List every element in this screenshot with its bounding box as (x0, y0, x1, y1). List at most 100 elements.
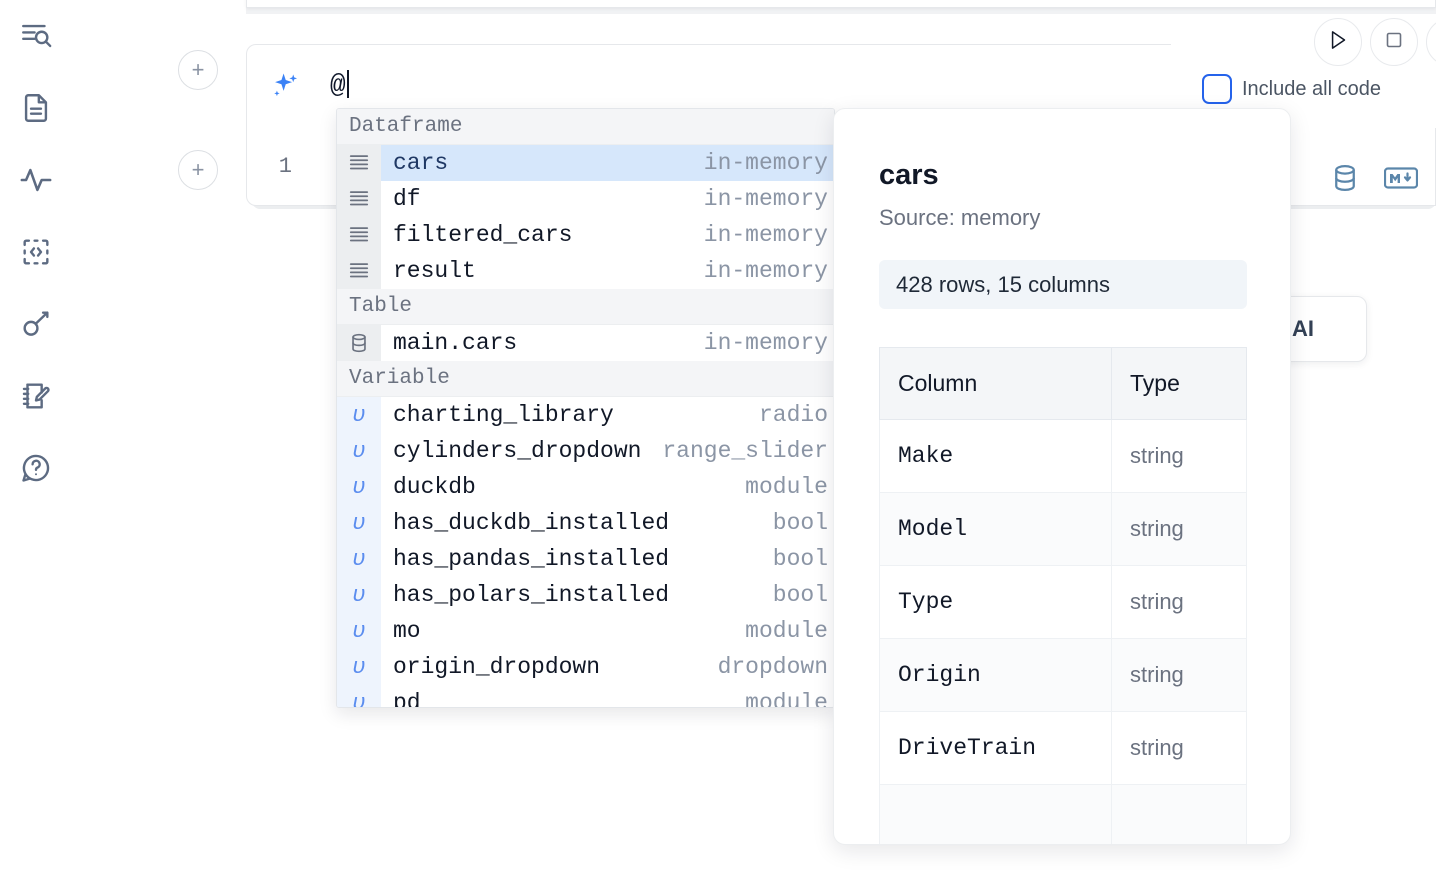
markdown-icon[interactable] (1383, 166, 1419, 195)
autocomplete-item[interactable]: υ has_polars_installed bool (337, 577, 834, 613)
variable-icon: υ (352, 546, 366, 572)
stop-square-icon (1382, 28, 1406, 57)
autocomplete-item-body: has_polars_installed bool (381, 577, 834, 613)
autocomplete-item-kind: range_slider (662, 438, 828, 464)
autocomplete-item-name: cylinders_dropdown (393, 438, 642, 464)
autocomplete-item-kind: module (745, 690, 828, 708)
doc-column-name: DriveTrain (879, 711, 1112, 785)
autocomplete-item-name: cars (393, 150, 449, 176)
doc-column-type: string (1111, 492, 1247, 566)
autocomplete-item[interactable]: υ cylinders_dropdown range_slider (337, 433, 834, 469)
plus-icon: + (191, 57, 205, 82)
autocomplete-item[interactable]: υ has_pandas_installed bool (337, 541, 834, 577)
sidebar-item-files[interactable] (14, 86, 58, 130)
sparkle-icon (268, 70, 302, 104)
help-question-icon (19, 451, 53, 485)
activity-pulse-icon (19, 163, 53, 197)
variable-icon: υ (352, 582, 366, 608)
section-title: Dataframe (349, 115, 463, 138)
autocomplete-item-icon (337, 253, 381, 289)
ai-prompt-value: @ (330, 70, 346, 100)
sidebar-item-secrets[interactable] (14, 302, 58, 346)
autocomplete-item-name: has_polars_installed (393, 582, 670, 608)
doc-source: Source: memory (879, 205, 1041, 230)
autocomplete-item-kind: in-memory (703, 150, 828, 176)
autocomplete-item-kind: bool (772, 546, 828, 572)
autocomplete-item-kind: dropdown (717, 654, 828, 680)
include-all-code-row[interactable]: Include all code (1202, 74, 1381, 104)
autocomplete-item-kind: module (745, 618, 828, 644)
autocomplete-item-icon: υ (337, 397, 381, 433)
variable-icon: υ (352, 510, 366, 536)
more-options-button[interactable] (1426, 18, 1436, 66)
left-sidebar-rail (0, 0, 72, 874)
doc-column-name: Model (879, 492, 1112, 566)
ai-prompt-input[interactable]: @ (330, 70, 349, 100)
notebook-edit-icon (19, 379, 53, 413)
database-icon[interactable] (1330, 163, 1360, 198)
autocomplete-item-icon (337, 181, 381, 217)
doc-shape-badge: 428 rows, 15 columns (879, 260, 1247, 309)
autocomplete-item[interactable]: υ charting_library radio (337, 397, 834, 433)
doc-column-type: string (1111, 565, 1247, 639)
autocomplete-item-name: mo (393, 618, 421, 644)
autocomplete-item-kind: radio (758, 402, 828, 428)
variable-icon: υ (352, 438, 366, 464)
cell-card-above-divider (246, 8, 1436, 14)
doc-column-type (1111, 784, 1247, 844)
autocomplete-item-kind: in-memory (703, 330, 828, 356)
add-cell-button-bottom[interactable]: + (178, 150, 218, 190)
doc-column-name: Origin (879, 638, 1112, 712)
sidebar-item-scratchpad[interactable] (14, 374, 58, 418)
autocomplete-item-name: charting_library (393, 402, 614, 428)
sidebar-item-activity[interactable] (14, 158, 58, 202)
autocomplete-item-body: cylinders_dropdown range_slider (381, 433, 834, 469)
include-all-code-checkbox[interactable] (1202, 74, 1232, 104)
file-document-icon (19, 91, 53, 125)
autocomplete-item-name: duckdb (393, 474, 476, 500)
autocomplete-item[interactable]: cars in-memory (337, 145, 834, 181)
sidebar-item-explore[interactable] (14, 14, 58, 58)
autocomplete-item-icon: υ (337, 505, 381, 541)
autocomplete-item-name: result (393, 258, 476, 284)
autocomplete-item-body: charting_library radio (381, 397, 834, 433)
autocomplete-item[interactable]: main.cars in-memory (337, 325, 834, 361)
autocomplete-item-kind: in-memory (703, 186, 828, 212)
doc-column-type: string (1111, 419, 1247, 493)
doc-column-name (879, 784, 1112, 844)
autocomplete-item-name: main.cars (393, 330, 518, 356)
key-icon (19, 307, 53, 341)
sidebar-item-snippets[interactable] (14, 230, 58, 274)
autocomplete-section-header: Table (337, 289, 834, 325)
doc-column-name: Type (879, 565, 1112, 639)
dataframe-rows-icon (349, 263, 369, 278)
doc-title: cars (879, 159, 939, 191)
autocomplete-item-name: filtered_cars (393, 222, 573, 248)
autocomplete-item-name: has_pandas_installed (393, 546, 670, 572)
explore-search-icon (19, 19, 53, 53)
autocomplete-item-name: has_duckdb_installed (393, 510, 670, 536)
sidebar-item-help[interactable] (14, 446, 58, 490)
run-cell-button[interactable] (1314, 18, 1362, 66)
autocomplete-item-kind: bool (772, 582, 828, 608)
add-cell-button-top[interactable]: + (178, 50, 218, 90)
stop-cell-button[interactable] (1370, 18, 1418, 66)
variable-icon: υ (352, 654, 366, 680)
documentation-panel: cars Source: memory 428 rows, 15 columns… (833, 108, 1291, 845)
doc-table-header-cell: Column (879, 347, 1112, 420)
